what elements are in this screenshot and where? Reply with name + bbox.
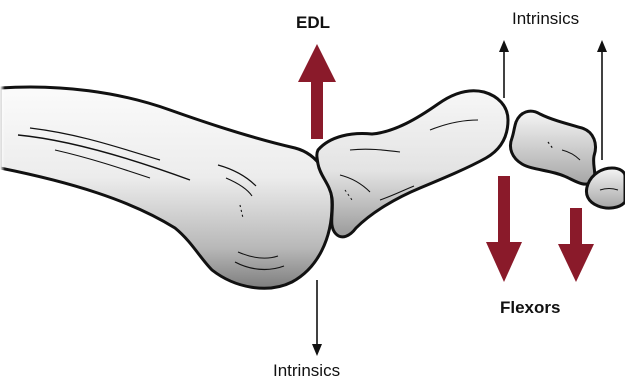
edl-label: EDL	[296, 14, 330, 31]
flexors-label: Flexors	[500, 299, 560, 316]
flexor-force-arrow-left	[486, 176, 522, 282]
intrinsics-arrow-bottom	[312, 280, 322, 356]
intrinsics-arrow-left	[499, 40, 509, 98]
metatarsal-bone	[0, 80, 332, 288]
proximal-phalanx-bone	[317, 91, 508, 237]
intrinsics-bottom-label: Intrinsics	[273, 362, 340, 379]
edl-force-arrow	[298, 44, 336, 139]
intrinsics-arrow-right	[597, 40, 607, 160]
middle-phalanx-bone	[510, 111, 595, 184]
intrinsics-top-label: Intrinsics	[512, 10, 579, 27]
flexor-force-arrow-right	[558, 208, 594, 282]
